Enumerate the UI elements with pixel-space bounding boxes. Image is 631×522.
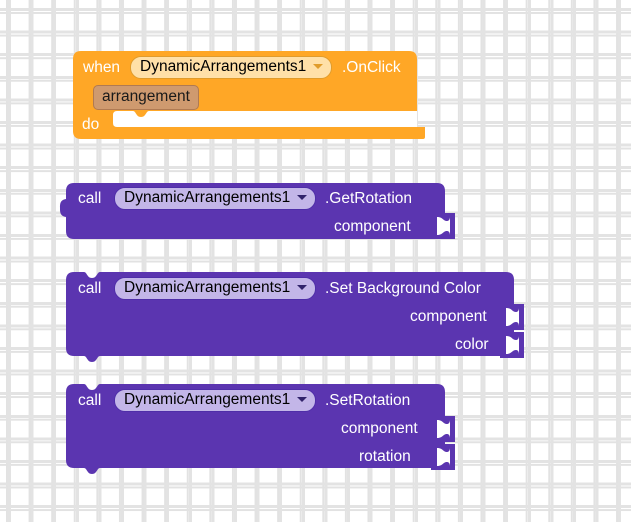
setrotation-method-label: .SetRotation	[325, 392, 411, 409]
setrotation-socket-label-component: component	[341, 420, 418, 437]
socket-component-getrotation[interactable]	[431, 213, 455, 239]
do-slot-label: do	[82, 116, 100, 133]
block-call-getrotation[interactable]: call DynamicArrangements1 .GetRotation c…	[60, 183, 456, 253]
getrotation-component-dropdown[interactable]: DynamicArrangements1	[114, 187, 317, 210]
event-component-dropdown[interactable]: DynamicArrangements1	[130, 56, 333, 79]
call-keyword-label-setbackgroundcolor: call	[78, 280, 102, 297]
call-keyword-label-setrotation: call	[78, 392, 102, 409]
when-keyword-label: when	[83, 59, 121, 76]
socket-component-setbackgroundcolor[interactable]	[500, 304, 524, 330]
socket-component-setrotation[interactable]	[431, 416, 455, 442]
setrotation-component-name: DynamicArrangements1	[124, 391, 291, 408]
chevron-down-icon[interactable]	[313, 64, 324, 70]
setbackgroundcolor-socket-label-component: component	[410, 308, 487, 325]
block-call-setbackgroundcolor[interactable]: call DynamicArrangements1 .Set Backgroun…	[66, 272, 536, 382]
block-when-onclick[interactable]: when DynamicArrangements1 .OnClick arran…	[73, 51, 443, 151]
setrotation-component-dropdown[interactable]: DynamicArrangements1	[114, 389, 317, 412]
event-parameter-arrangement[interactable]: arrangement	[93, 85, 199, 110]
setbackgroundcolor-component-name: DynamicArrangements1	[124, 279, 291, 296]
getrotation-method-label: .GetRotation	[325, 190, 413, 207]
setbackgroundcolor-socket-label-color: color	[455, 336, 489, 353]
event-name-label: .OnClick	[342, 59, 401, 76]
event-component-name: DynamicArrangements1	[140, 58, 307, 75]
getrotation-socket-label-component: component	[334, 218, 411, 235]
chevron-down-icon[interactable]	[297, 195, 308, 201]
setrotation-socket-label-rotation: rotation	[359, 448, 411, 465]
getrotation-component-name: DynamicArrangements1	[124, 189, 291, 206]
chevron-down-icon[interactable]	[297, 397, 308, 403]
call-keyword-label-getrotation: call	[78, 190, 102, 207]
chevron-down-icon[interactable]	[297, 285, 308, 291]
setbackgroundcolor-component-dropdown[interactable]: DynamicArrangements1	[114, 277, 317, 300]
socket-rotation-setrotation[interactable]	[431, 444, 455, 470]
socket-color-setbackgroundcolor[interactable]	[500, 332, 524, 358]
block-call-setrotation[interactable]: call DynamicArrangements1 .SetRotation c…	[66, 384, 466, 494]
setbackgroundcolor-method-label: .Set Background Color	[325, 280, 481, 297]
